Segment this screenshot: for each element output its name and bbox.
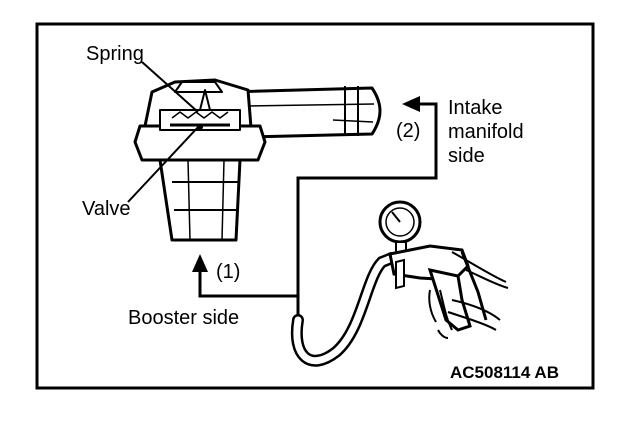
intake-label-line1: Intake — [448, 97, 503, 119]
flow-arrow-2 — [296, 96, 438, 318]
figure-frame — [35, 22, 595, 390]
intake-label-line2: manifold — [448, 121, 524, 143]
hand-icon — [428, 251, 509, 339]
booster-side-label: Booster side — [128, 307, 240, 329]
vacuum-gauge-icon — [378, 200, 422, 255]
intake-label-line3: side — [448, 145, 485, 167]
step-2-label: (2) — [396, 120, 421, 142]
check-valve-icon — [133, 78, 382, 242]
spring-leader-line — [141, 61, 199, 113]
valve-label: Valve — [82, 198, 131, 220]
intake-manifold-side-label: Intake manifold side — [448, 96, 538, 168]
spring-label: Spring — [86, 43, 144, 65]
valve-leader-line — [127, 124, 201, 203]
hand-vacuum-pump-icon — [378, 200, 488, 332]
figure-code: AC508114 AB — [450, 363, 559, 382]
step-1-label: (1) — [216, 261, 241, 283]
